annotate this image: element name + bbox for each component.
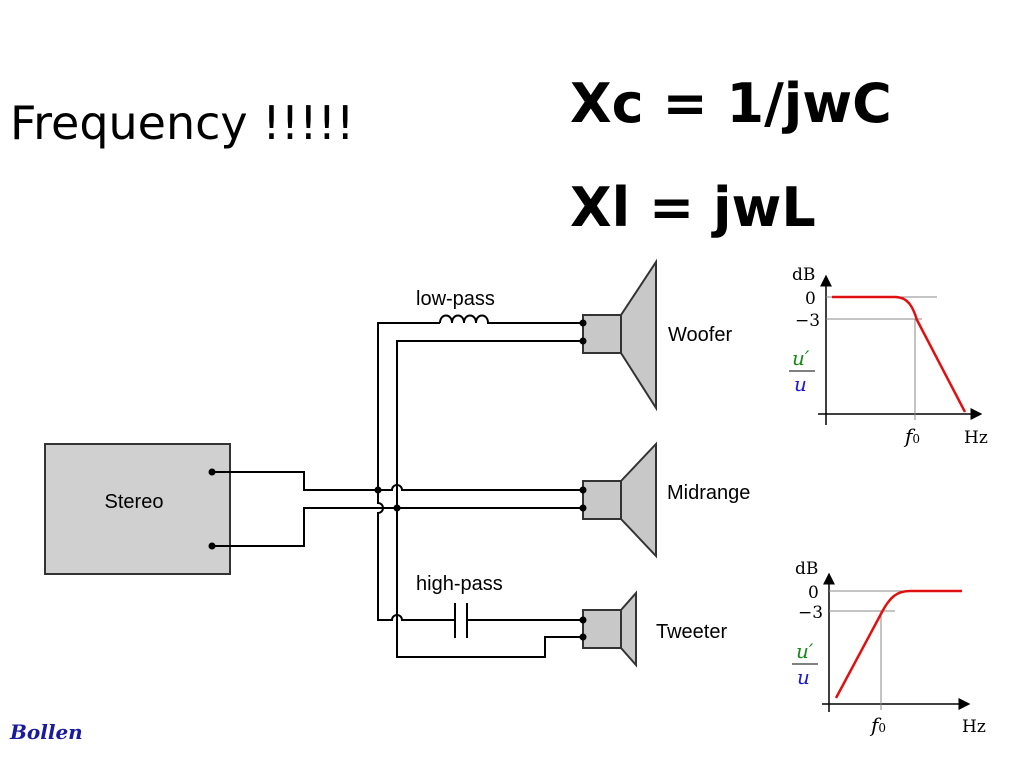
author-signature: Bollen [10, 720, 83, 744]
low-pass-label: low-pass [416, 288, 495, 310]
svg-text:−3: −3 [795, 311, 820, 331]
tweeter-speaker [579, 590, 637, 668]
svg-text:Hz: Hz [962, 717, 986, 737]
woofer-speaker [579, 258, 657, 412]
svg-text:u′: u′ [792, 346, 810, 370]
tweeter-label: Tweeter [656, 621, 727, 643]
high-pass-label: high-pass [416, 573, 503, 595]
svg-text:f0: f0 [903, 424, 920, 448]
midrange-speaker [579, 441, 657, 559]
low-pass-response-graph: dB 0 −3 u′ u f0 Hz [789, 265, 988, 448]
midrange-label: Midrange [667, 482, 750, 504]
svg-text:dB: dB [792, 265, 815, 285]
stereo-label: Stereo [105, 491, 164, 513]
woofer-label: Woofer [668, 324, 732, 346]
svg-text:u′: u′ [796, 639, 814, 663]
formula-capacitive-reactance: Xc = 1/jwC [570, 72, 892, 135]
svg-text:0: 0 [805, 289, 816, 309]
svg-text:Hz: Hz [964, 428, 988, 448]
stereo-box [44, 443, 231, 575]
svg-text:0: 0 [808, 583, 819, 603]
wiring [212, 314, 583, 658]
svg-text:f0: f0 [869, 713, 886, 737]
page-title: Frequency !!!!! [10, 96, 355, 150]
formula-inductive-reactance: Xl = jwL [570, 176, 816, 239]
high-pass-response-graph: dB 0 −3 u′ u f0 Hz [792, 559, 986, 737]
svg-text:u: u [794, 372, 807, 396]
svg-text:−3: −3 [798, 603, 823, 623]
svg-text:u: u [797, 665, 810, 689]
svg-text:dB: dB [795, 559, 818, 579]
